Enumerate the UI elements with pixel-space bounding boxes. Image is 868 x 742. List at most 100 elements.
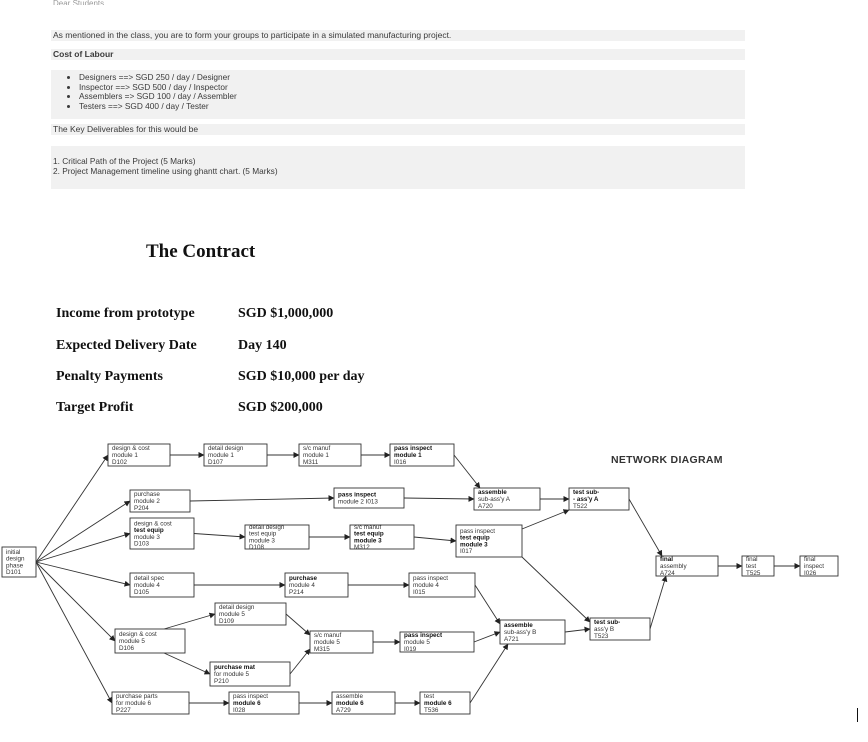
node-box [214, 602, 287, 626]
node-box [298, 443, 362, 467]
node-label-line: initial [6, 549, 20, 556]
node-label-line: module 3 [460, 541, 488, 548]
node-label-line: module 5 [119, 638, 145, 645]
node-box [499, 619, 566, 645]
node-box [1, 546, 37, 578]
node-label-line: module 4 [134, 582, 160, 589]
network-edge [469, 643, 509, 704]
network-diagram: NETWORK DIAGRAM initialdesignphaseD101de… [1, 443, 839, 715]
node-label-line: s/c manuf [314, 632, 342, 639]
network-edge [35, 561, 113, 704]
network-edge [649, 575, 668, 630]
node-label-line: module 3 [354, 537, 382, 544]
node-label-line: I017 [460, 548, 473, 555]
node-box [419, 691, 471, 715]
intro-paragraph: As mentioned in the class, you are to fo… [51, 30, 745, 41]
node-label-line: D101 [6, 569, 22, 576]
node-label-line: A720 [478, 503, 493, 510]
deliverables-list: 1. Critical Path of the Project (5 Marks… [51, 146, 745, 189]
node-label-line: design [6, 556, 25, 563]
node-box [349, 524, 415, 550]
node-label-line: A729 [336, 707, 351, 714]
node-label-line: purchase [289, 575, 317, 582]
node-label-line: module 1 [303, 452, 329, 459]
node-label-line: assembly [660, 563, 687, 570]
node-label-line: detail spec [134, 575, 164, 582]
node-label-line: module 2 [134, 498, 160, 505]
node-label-line: design & cost [112, 445, 150, 452]
node-label-line: P204 [134, 505, 149, 512]
node-label-line: s/c manuf [303, 445, 331, 452]
node-box [284, 572, 349, 598]
node-label-line: module 5 [314, 639, 340, 646]
node-label-line: final [660, 556, 673, 563]
node-label-line: module 3 [134, 534, 160, 541]
network-edge [521, 556, 591, 623]
network-edge [35, 532, 131, 563]
node-label-line: A721 [504, 636, 519, 643]
node-label-line: I028 [233, 707, 246, 714]
node-box [203, 443, 268, 467]
node-label-line: D106 [119, 645, 135, 652]
network-edge [163, 612, 216, 630]
node-box [209, 661, 291, 687]
node-label-line: T536 [424, 707, 439, 714]
node-label-line: module 5 [219, 611, 245, 618]
node-label-line: pass inspect [404, 632, 443, 639]
node-label-line: detail design [208, 445, 244, 452]
node-label-line: D107 [208, 459, 224, 466]
node-label-line: module 1 [112, 452, 138, 459]
node-label-line: design & cost [134, 520, 172, 527]
node-box [309, 630, 374, 654]
node-label-line: test sub- [594, 619, 620, 626]
node-label-line: M315 [314, 646, 330, 653]
node-label-line: assemble [504, 622, 533, 629]
node-label-line: final [746, 556, 758, 563]
node-label-line: I015 [413, 589, 426, 596]
node-label-line: I026 [804, 570, 817, 577]
network-edge [564, 626, 591, 633]
contract-value-delivery: Day 140 [238, 338, 287, 353]
node-box [568, 487, 630, 511]
node-label-line: P210 [214, 678, 229, 685]
node-box [129, 572, 195, 598]
cut-off-greeting: Dear Students, [53, 0, 107, 5]
deliverable-item: 2. Project Management timeline using gha… [53, 165, 278, 176]
node-label-line: design & cost [119, 631, 157, 638]
node-label-line: D109 [219, 618, 235, 625]
node-box [129, 489, 191, 513]
node-label-line: purchase parts [116, 693, 158, 700]
node-label-line: test [424, 693, 434, 700]
text-cursor [857, 708, 858, 722]
node-label-line: detail design [249, 524, 285, 531]
node-box [399, 631, 475, 653]
node-label-line: A724 [660, 570, 675, 577]
node-label-line: assemble [478, 489, 507, 496]
network-edge [35, 561, 131, 587]
node-label-line: inspect [804, 563, 824, 570]
deliverables-intro: The Key Deliverables for this would be [51, 124, 745, 135]
node-label-line: test equip [460, 535, 490, 542]
node-label-line: module 6 [233, 700, 261, 707]
node-label-line: for module 5 [214, 671, 249, 678]
labour-cost-list: Designers ==> SGD 250 / day / Designer I… [51, 70, 745, 119]
node-box [473, 487, 541, 511]
node-label-line: s/c manuf [354, 524, 382, 531]
labour-item: Testers ==> SGD 400 / day / Tester [79, 101, 745, 112]
node-box [741, 555, 775, 577]
node-label-line: P227 [116, 707, 131, 714]
